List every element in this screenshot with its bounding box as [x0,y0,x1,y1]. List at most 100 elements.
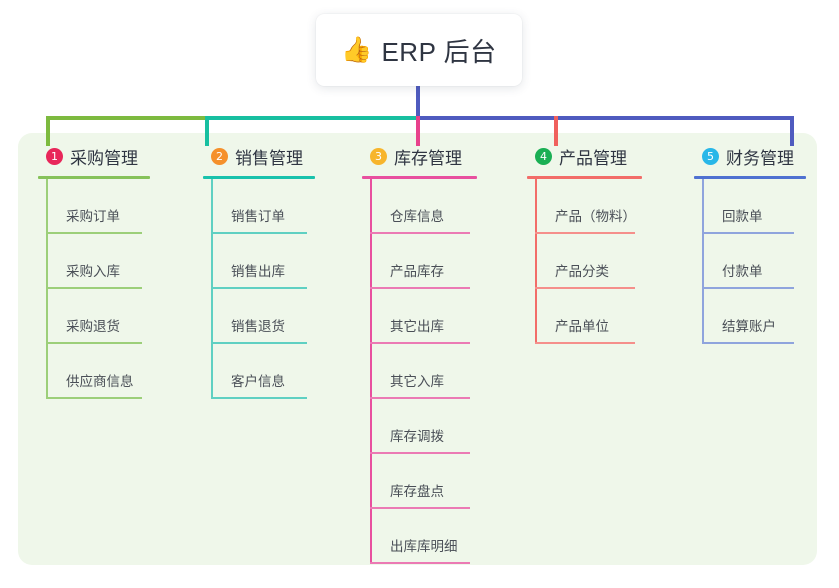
leaf-label: 供应商信息 [66,374,134,389]
leaf-item[interactable]: 付款单 [694,234,806,289]
leaf-item[interactable]: 销售出库 [203,234,315,289]
leaf-rule [370,452,470,454]
leaf-label: 仓库信息 [390,209,444,224]
connector-drop-4 [554,116,558,146]
leaf-rule [702,342,794,344]
column-number-badge: 2 [211,147,228,165]
leaf-rule [370,342,470,344]
column-number-badge: 5 [702,147,719,165]
leaf-label: 采购订单 [66,209,120,224]
connector-bar-segment-2 [205,116,418,120]
leaf-item[interactable]: 供应商信息 [38,344,150,399]
branch-column-1: 1 采购管理采购订单采购入库采购退货供应商信息 [38,144,150,399]
root-node-erp-backend[interactable]: 👍 ERP 后台 [316,14,522,86]
leaf-rule [535,342,635,344]
leaf-label: 产品库存 [390,264,444,279]
leaf-item[interactable]: 库存盘点 [362,454,477,509]
leaf-label: 库存调拨 [390,429,444,444]
leaf-item[interactable]: 库存调拨 [362,399,477,454]
column-spine [211,179,213,399]
leaf-rule [211,287,307,289]
connector-drop-3 [416,116,420,146]
leaf-item[interactable]: 仓库信息 [362,179,477,234]
column-title: 销售管理 [235,148,303,168]
column-header-5[interactable]: 5 财务管理 [694,144,806,168]
leaf-rule [370,287,470,289]
leaf-item[interactable]: 结算账户 [694,289,806,344]
connector-bar-segment-3 [416,116,792,120]
column-leaf-list: 回款单付款单结算账户 [694,179,806,344]
leaf-label: 客户信息 [231,374,285,389]
column-header-4[interactable]: 4 产品管理 [527,144,642,168]
leaf-label: 产品单位 [555,319,609,334]
leaf-rule [370,232,470,234]
connector-drop-5 [790,116,794,146]
branch-column-2: 2 销售管理销售订单销售出库销售退货客户信息 [203,144,315,399]
leaf-rule [46,287,142,289]
connector-bar-segment-1 [48,116,207,120]
leaf-item[interactable]: 出库库明细 [362,509,477,564]
diagram-panel-background [18,133,817,565]
leaf-label: 销售出库 [231,264,285,279]
leaf-rule [370,397,470,399]
leaf-label: 回款单 [722,209,763,224]
column-header-rule [527,176,642,179]
leaf-item[interactable]: 产品（物料） [527,179,642,234]
leaf-item[interactable]: 采购入库 [38,234,150,289]
leaf-rule [370,507,470,509]
leaf-label: 采购入库 [66,264,120,279]
leaf-label: 销售退货 [231,319,285,334]
leaf-rule [46,397,142,399]
column-header-1[interactable]: 1 采购管理 [38,144,150,168]
branch-column-4: 4 产品管理产品（物料） 产品分类产品单位 [527,144,642,344]
leaf-item[interactable]: 客户信息 [203,344,315,399]
leaf-label: 销售订单 [231,209,285,224]
column-spine [370,179,372,564]
column-header-rule [694,176,806,179]
leaf-rule [702,287,794,289]
leaf-label: 其它入库 [390,374,444,389]
leaf-label: 库存盘点 [390,484,444,499]
column-title: 产品管理 [559,148,627,168]
leaf-rule [211,342,307,344]
leaf-rule [211,232,307,234]
leaf-rule [211,397,307,399]
column-title: 采购管理 [70,148,138,168]
leaf-item[interactable]: 采购退货 [38,289,150,344]
column-spine [702,179,704,344]
leaf-rule [702,232,794,234]
thumbs-up-icon: 👍 [341,35,373,64]
column-number-badge: 3 [370,147,387,165]
leaf-label: 出库库明细 [390,539,458,554]
column-header-rule [38,176,150,179]
leaf-rule [535,232,635,234]
column-number-badge: 1 [46,147,63,165]
connector-trunk [416,86,420,120]
leaf-item[interactable]: 产品单位 [527,289,642,344]
column-number-badge: 4 [535,147,552,165]
column-title: 财务管理 [726,148,794,168]
column-header-rule [362,176,477,179]
column-title: 库存管理 [394,148,462,168]
column-header-rule [203,176,315,179]
connector-drop-2 [205,116,209,146]
leaf-item[interactable]: 产品分类 [527,234,642,289]
leaf-item[interactable]: 销售退货 [203,289,315,344]
leaf-item[interactable]: 采购订单 [38,179,150,234]
column-leaf-list: 仓库信息产品库存其它出库其它入库库存调拨库存盘点出库库明细 [362,179,477,564]
leaf-item[interactable]: 产品库存 [362,234,477,289]
leaf-rule [535,287,635,289]
leaf-item[interactable]: 销售订单 [203,179,315,234]
leaf-label: 产品（物料） [555,209,636,224]
leaf-rule [370,562,470,564]
leaf-item[interactable]: 其它出库 [362,289,477,344]
column-leaf-list: 产品（物料） 产品分类产品单位 [527,179,642,344]
column-header-2[interactable]: 2 销售管理 [203,144,315,168]
leaf-label: 其它出库 [390,319,444,334]
leaf-item[interactable]: 其它入库 [362,344,477,399]
column-leaf-list: 采购订单采购入库采购退货供应商信息 [38,179,150,399]
branch-column-3: 3 库存管理仓库信息产品库存其它出库其它入库库存调拨库存盘点出库库明细 [362,144,477,564]
column-header-3[interactable]: 3 库存管理 [362,144,477,168]
leaf-item[interactable]: 回款单 [694,179,806,234]
